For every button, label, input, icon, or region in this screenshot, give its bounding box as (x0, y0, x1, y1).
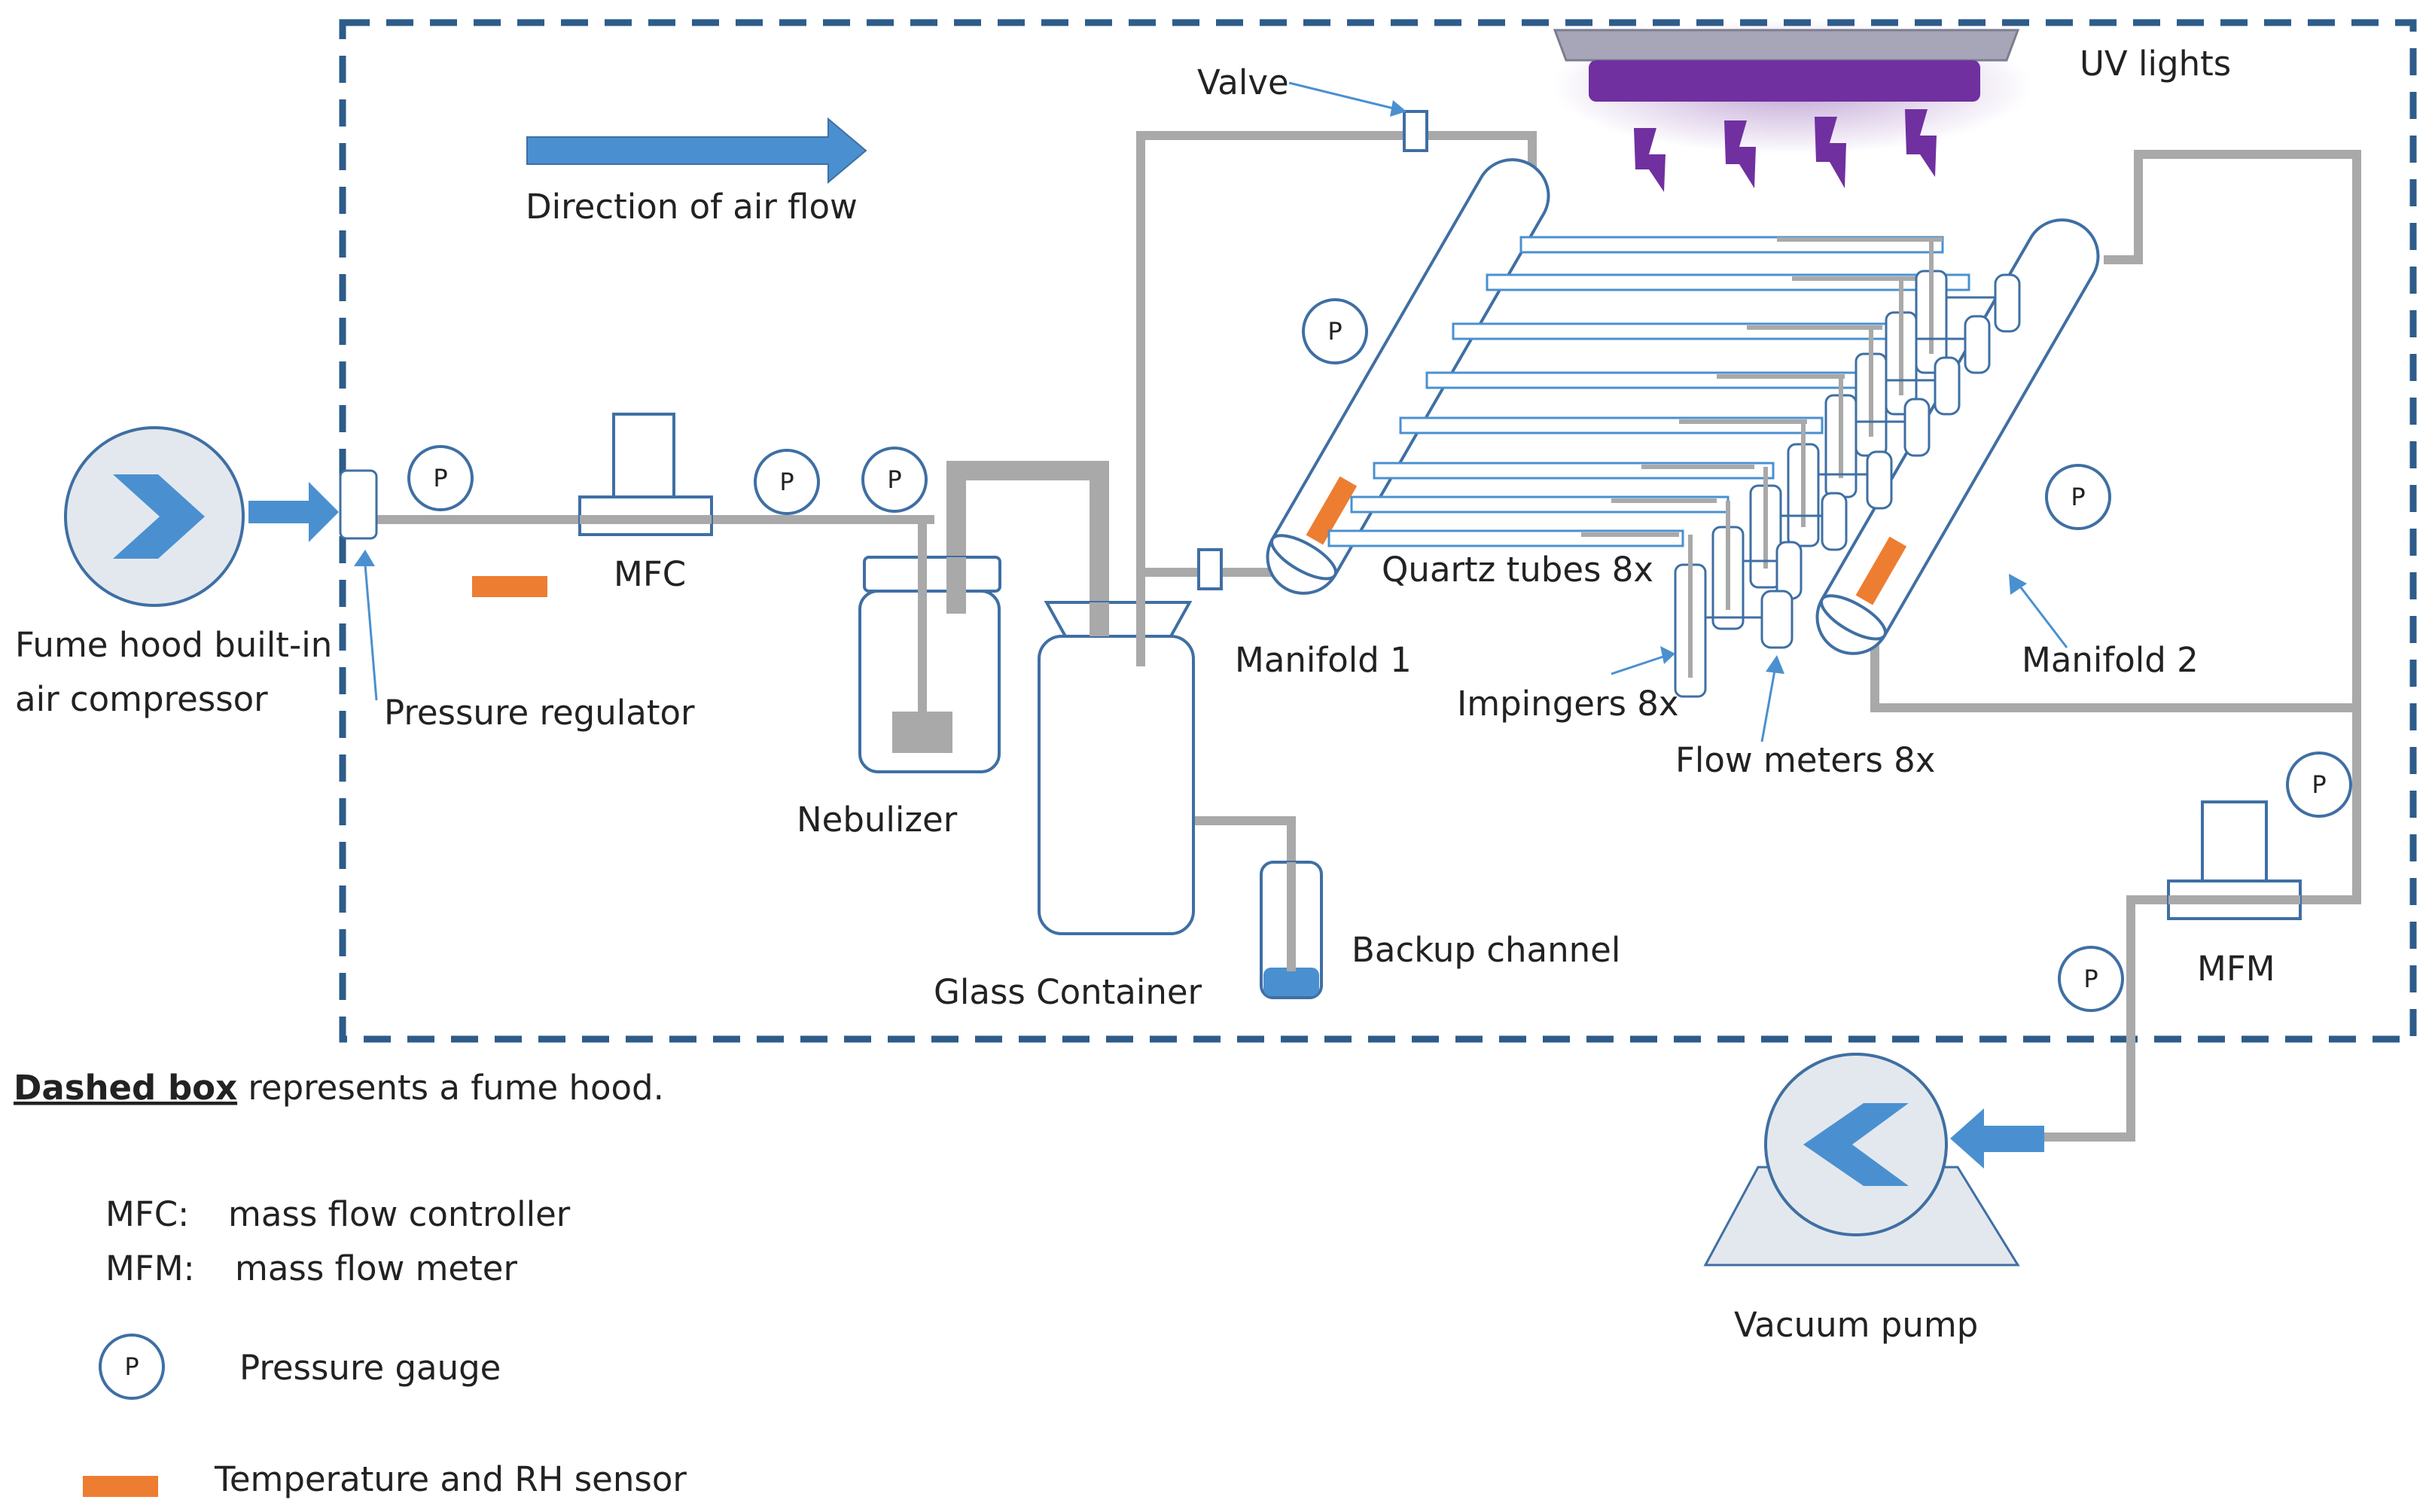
air-compressor (64, 426, 245, 607)
nebulizer-label: Nebulizer (797, 800, 958, 840)
mfc-label: MFC (614, 554, 686, 594)
manifold2-pointer (2016, 583, 2068, 648)
flow-meter (1994, 273, 2021, 333)
svg-text:P: P (2083, 965, 2098, 993)
valve-label: Valve (1197, 62, 1289, 102)
tube-inner-lines (1581, 237, 1943, 537)
svg-text:P: P (1327, 317, 1342, 346)
legend-temp-rh-sensor: Temperature and RH sensor (214, 1459, 687, 1499)
flow-meter (1866, 450, 1893, 510)
pressure-gauge: P (754, 449, 820, 515)
legend-pressure-gauge: Pressure gauge (239, 1348, 501, 1388)
temp-rh-sensor-inlet (472, 576, 547, 597)
svg-text:P: P (2071, 483, 2085, 511)
manifold2-outlet-pipe (2104, 150, 2361, 904)
direction-label: Direction of air flow (526, 187, 858, 227)
glass-container (1038, 572, 1195, 935)
flow-meters-pointer (1760, 666, 1777, 742)
impingers-pointer (1611, 654, 1669, 675)
pressure-regulator (339, 469, 378, 540)
legend-dashed-box: Dashed box represents a fume hood. (14, 1068, 664, 1108)
manifold1-bypass-pipe (1136, 131, 1537, 581)
backup-channel-label: Backup channel (1352, 930, 1620, 970)
pump-inlet-arrow (1950, 1108, 2044, 1169)
svg-text:P: P (433, 464, 447, 492)
pressure-gauge: P (2286, 751, 2352, 818)
mfm-label: MFM (2197, 949, 2275, 989)
uv-ray-icon (1905, 109, 1937, 177)
fume-hood-box (339, 19, 2417, 1043)
uv-ray-icon (1724, 120, 1756, 188)
svg-text:P: P (887, 465, 901, 494)
flow-meter (1934, 356, 1961, 416)
quartz-tubes-label: Quartz tubes 8x (1382, 550, 1653, 590)
flow-meter (1760, 590, 1794, 649)
pressure-regulator-pointer (364, 564, 378, 701)
mfm-to-pump-pipe (2040, 895, 2173, 1142)
backup-channel-pipe (1185, 816, 1296, 870)
flow-meters-label: Flow meters 8x (1675, 740, 1935, 780)
manifold-1 (1266, 158, 1550, 595)
uv-ray-icon (1634, 128, 1666, 192)
svg-text:P: P (779, 468, 794, 496)
vacuum-pump (1703, 1053, 2044, 1267)
mfm-device (2167, 800, 2302, 920)
compressor-label-line2: air compressor (15, 679, 268, 719)
impinger-dip-tubes (1688, 239, 1934, 678)
svg-text:P: P (2312, 770, 2326, 799)
pressure-gauge: P (861, 447, 928, 513)
pressure-gauge: P (1302, 298, 1368, 364)
legend-mfc-abbr: MFC: (105, 1194, 189, 1234)
flow-meters (1760, 273, 2021, 649)
valve-pointer (1288, 81, 1397, 111)
pump-chevron-icon (1803, 1103, 1909, 1186)
manifold2-label: Manifold 2 (2022, 640, 2199, 680)
compressor-outlet-arrow (248, 482, 339, 542)
legend-mfc-def: mass flow controller (228, 1194, 571, 1234)
nebulizer-to-container-pipe (946, 461, 1109, 646)
direction-arrow (526, 117, 867, 184)
impingers-label: Impingers 8x (1457, 684, 1678, 724)
pressure-gauge: P (2045, 464, 2111, 530)
manifold1-label: Manifold 1 (1235, 640, 1412, 680)
compressor-label-line1: Fume hood built-in (15, 625, 332, 665)
glass-container-label: Glass Container (934, 972, 1202, 1012)
flow-meter-links (1705, 296, 1995, 619)
compressor-chevron-icon (113, 474, 205, 559)
legend-dashed-box-bold: Dashed box (14, 1068, 237, 1108)
uv-lights (1551, 19, 2033, 192)
pressure-gauge: P (2058, 946, 2124, 1012)
valve-manifold1 (1197, 548, 1223, 590)
vacuum-pump-label: Vacuum pump (1734, 1305, 1978, 1345)
pressure-gauge: P (407, 445, 474, 511)
flow-meter (1964, 315, 1991, 374)
legend-mfm-abbr: MFM: (105, 1248, 195, 1288)
legend-pressure-gauge-icon: P (99, 1334, 165, 1400)
nebulizer-jar (858, 553, 1001, 773)
backup-channel (1260, 861, 1323, 999)
valve-top (1403, 110, 1428, 152)
legend-dashed-box-rest: represents a fume hood. (237, 1068, 664, 1108)
legend-mfm-def: mass flow meter (235, 1248, 517, 1288)
pressure-regulator-label: Pressure regulator (384, 693, 695, 733)
svg-text:P: P (124, 1352, 139, 1381)
flow-meter (1821, 492, 1848, 551)
legend-sensor-icon (83, 1476, 158, 1497)
flow-meter (1903, 398, 1931, 457)
uv-ray-icon (1815, 117, 1846, 188)
flow-meter-return-pipe (1870, 643, 2361, 712)
uv-lights-label: UV lights (2080, 44, 2231, 84)
